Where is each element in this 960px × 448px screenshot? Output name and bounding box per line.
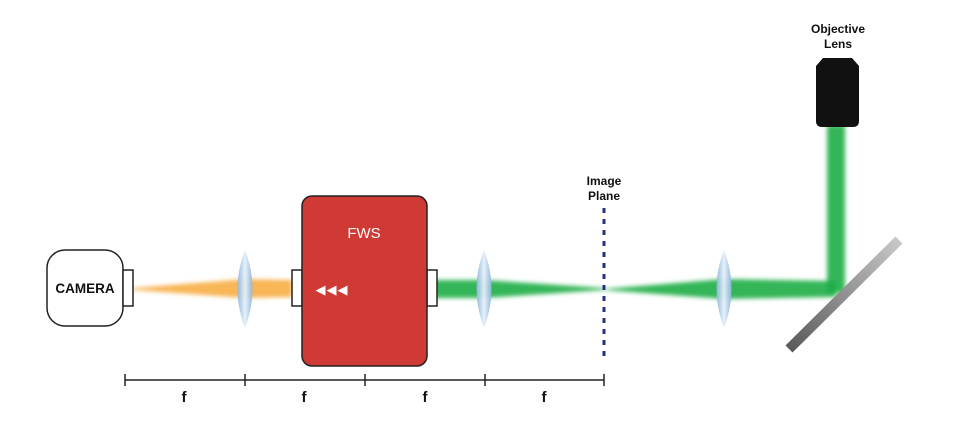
objective-label-line2: Lens <box>824 37 852 51</box>
lens-2 <box>476 250 492 328</box>
image-plane-label-line1: Image <box>587 174 622 188</box>
green-beam <box>434 125 845 299</box>
lens-3 <box>716 250 732 328</box>
fws-box <box>291 195 438 367</box>
focal-label-1: f <box>182 389 188 406</box>
objective-label-line1: Objective <box>811 22 865 36</box>
fws-label: FWS <box>347 225 380 242</box>
focal-label-4: f <box>542 389 548 406</box>
camera-label: CAMERA <box>55 281 114 296</box>
focal-scale <box>124 374 605 386</box>
focal-label-3: f <box>423 389 429 406</box>
orange-beam <box>133 279 292 298</box>
lens-1 <box>237 250 253 328</box>
objective-lens <box>816 58 859 127</box>
fold-mirror <box>785 236 903 353</box>
image-plane-label-line2: Plane <box>588 189 620 203</box>
focal-label-2: f <box>302 389 308 406</box>
camera <box>46 249 134 327</box>
fws-direction-arrows: ◀◀◀ <box>316 282 349 297</box>
